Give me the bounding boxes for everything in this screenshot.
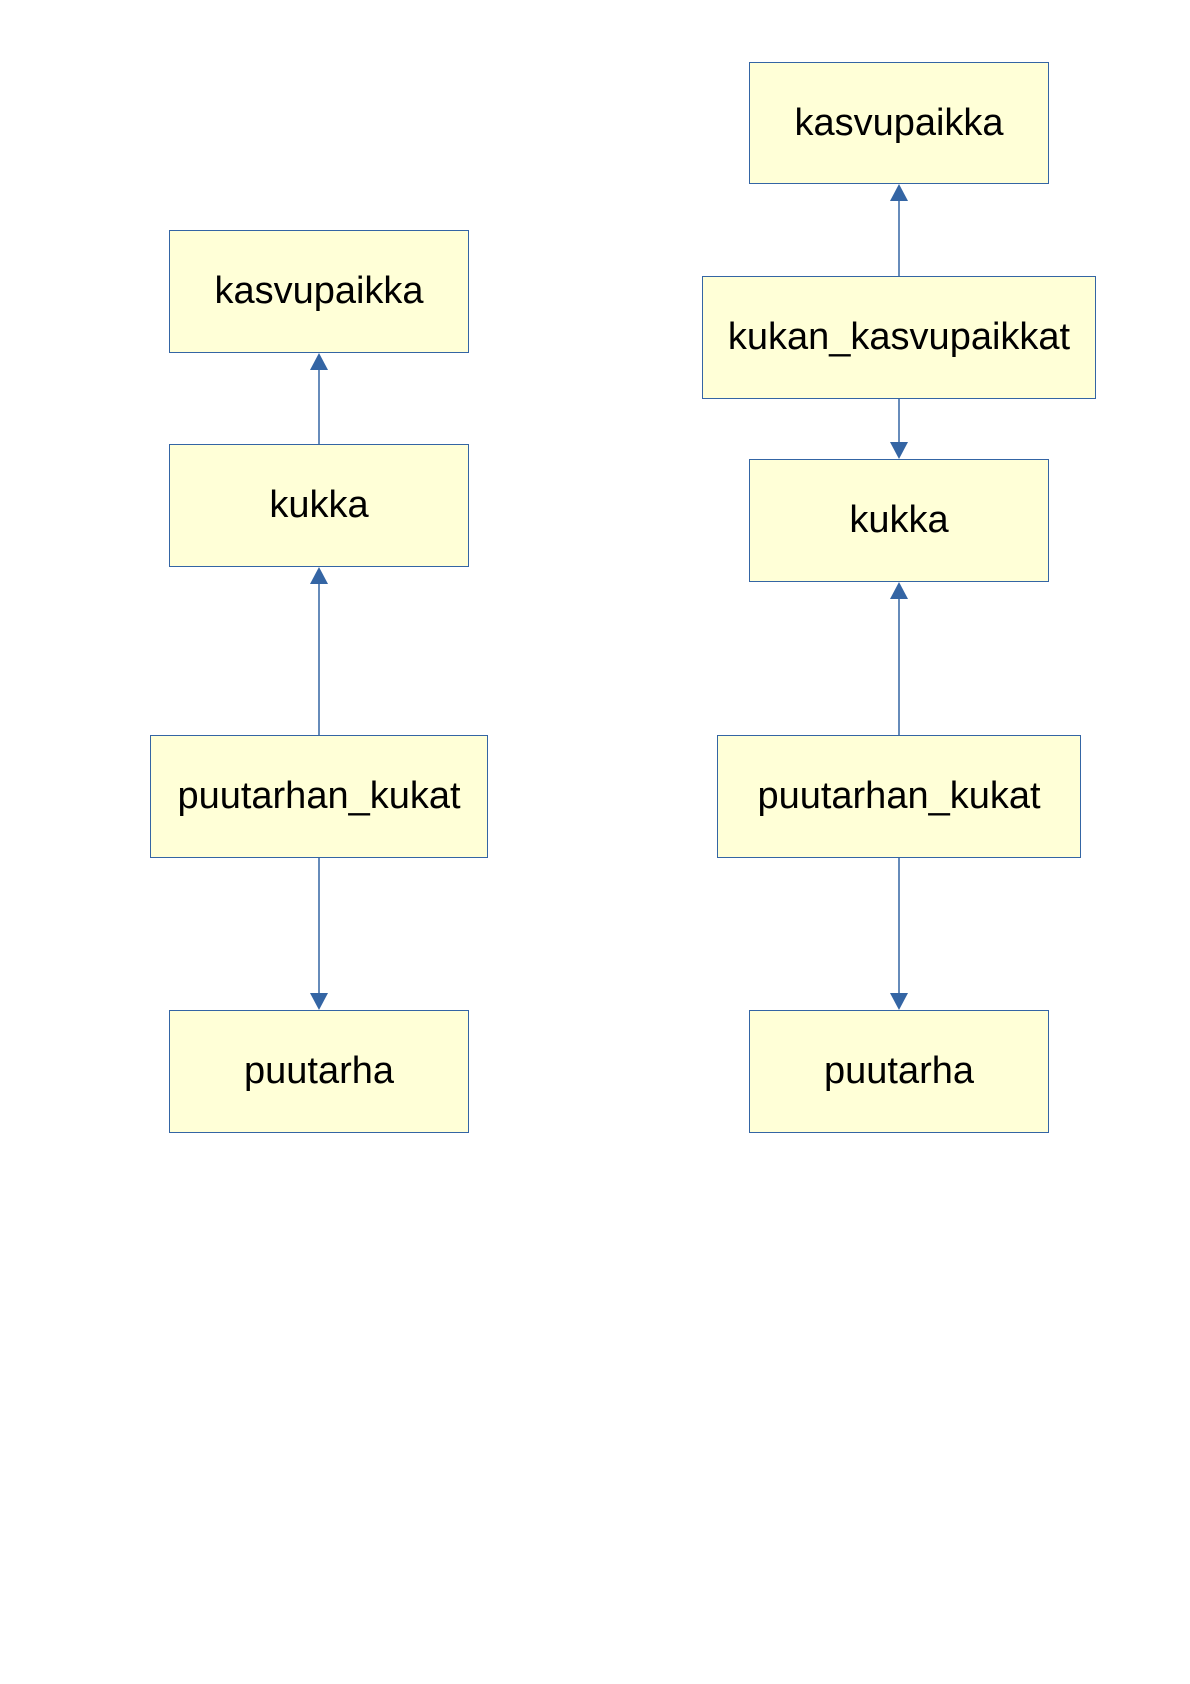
connector-right-kukan-kasvupaikkat-to-kasvupaikka [890,184,908,276]
entity-label: kukan_kasvupaikkat [727,316,1071,358]
entity-label: kukka [269,484,369,526]
connector-right-kukan-kasvupaikkat-to-kukka [890,399,908,459]
entity-label: puutarha [243,1050,394,1092]
left-entity-kasvupaikka[interactable]: kasvupaikka [169,230,469,353]
right-entity-kukka[interactable]: kukka [749,459,1049,582]
entity-label: kukka [849,499,949,541]
entity-label: puutarhan_kukat [177,775,461,817]
left-entity-kukka[interactable]: kukka [169,444,469,567]
connector-left-kukka-to-kasvupaikka [310,353,328,444]
entity-label: kasvupaikka [214,270,424,312]
left-entity-puutarha[interactable]: puutarha [169,1010,469,1133]
entity-label: puutarhan_kukat [757,775,1041,817]
right-entity-puutarhan-kukat[interactable]: puutarhan_kukat [717,735,1081,858]
connector-right-puutarhan-kukat-to-kukka [890,582,908,735]
right-entity-puutarha[interactable]: puutarha [749,1010,1049,1133]
entity-label: puutarha [823,1050,974,1092]
right-entity-kukan-kasvupaikkat[interactable]: kukan_kasvupaikkat [702,276,1096,399]
right-entity-kasvupaikka[interactable]: kasvupaikka [749,62,1049,184]
connector-left-puutarhan-kukat-to-kukka [310,567,328,735]
connector-right-puutarhan-kukat-to-puutarha [890,858,908,1010]
left-entity-puutarhan-kukat[interactable]: puutarhan_kukat [150,735,488,858]
connector-left-puutarhan-kukat-to-puutarha [310,858,328,1010]
entity-label: kasvupaikka [794,101,1004,144]
